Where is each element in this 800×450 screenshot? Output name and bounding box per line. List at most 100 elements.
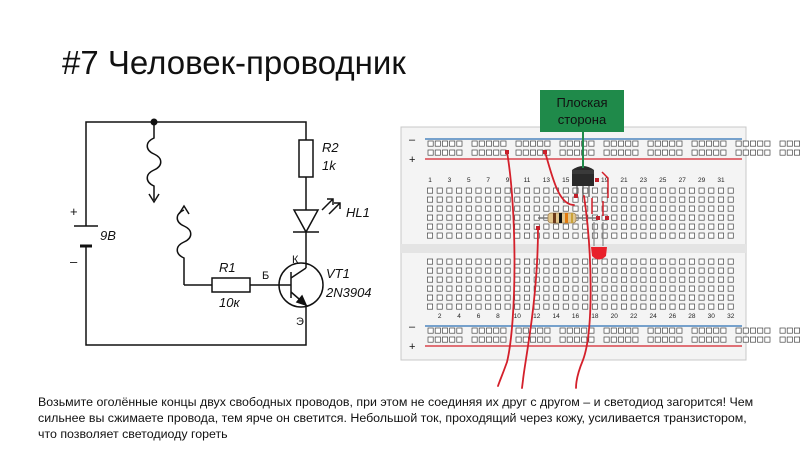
terminal-hole	[698, 258, 705, 265]
rail-hole	[515, 336, 522, 343]
terminal-hole	[504, 196, 511, 203]
terminal-hole	[611, 223, 618, 230]
terminal-hole	[601, 232, 608, 239]
terminal-hole	[533, 205, 540, 212]
terminal-hole	[630, 294, 637, 301]
terminal-hole	[514, 196, 521, 203]
column-number-bottom-24: 24	[649, 313, 657, 320]
terminal-hole	[621, 285, 627, 292]
terminal-hole	[465, 187, 472, 194]
terminal-hole	[553, 196, 560, 203]
terminal-hole	[718, 285, 724, 292]
terminal-hole	[650, 258, 657, 265]
rail-hole	[750, 140, 756, 147]
terminal-hole	[650, 285, 657, 292]
terminal-hole	[427, 258, 433, 265]
terminal-hole	[562, 258, 569, 265]
terminal-hole	[456, 187, 463, 194]
terminal-hole	[650, 214, 657, 221]
rail-hole	[706, 149, 712, 156]
terminal-hole	[708, 294, 715, 301]
terminal-hole	[446, 276, 453, 283]
column-number-top-1: 1	[428, 177, 432, 184]
rail-hole	[486, 140, 492, 147]
r1-value: 10к	[219, 295, 240, 310]
terminal-hole	[630, 258, 637, 265]
terminal-hole	[456, 294, 463, 301]
terminal-hole	[630, 214, 637, 221]
rail-hole	[662, 327, 668, 334]
terminal-hole	[659, 258, 666, 265]
rail-hole	[713, 327, 720, 334]
rail-hole	[654, 140, 661, 147]
terminal-hole	[640, 276, 647, 283]
rail-hole	[537, 336, 544, 343]
rail-hole	[588, 140, 595, 147]
terminal-hole	[485, 258, 492, 265]
light-arrow-1	[321, 198, 334, 211]
terminal-hole	[436, 276, 443, 283]
free-wire-3	[521, 227, 539, 389]
terminal-hole	[679, 223, 686, 230]
rail-hole	[706, 336, 712, 343]
schematic-labels: + – 9B R2 1k HL1 К VT1 2N3904 Э R1 10к Б	[70, 140, 372, 328]
terminal-hole	[591, 276, 598, 283]
rail-hole	[794, 140, 800, 147]
terminal-hole	[727, 303, 734, 310]
column-number-top-31: 31	[717, 177, 725, 184]
light-arrow-2-head	[334, 202, 341, 209]
terminal-hole	[698, 294, 705, 301]
terminal-hole	[650, 276, 657, 283]
terminal-hole	[621, 214, 627, 221]
terminal-hole	[718, 258, 724, 265]
terminal-hole	[446, 303, 453, 310]
terminal-hole	[465, 294, 472, 301]
rail-hole	[625, 336, 632, 343]
caption-text: Возьмите оголённые концы двух свободных …	[38, 395, 754, 441]
terminal-hole	[436, 303, 443, 310]
terminal-hole	[679, 205, 686, 212]
rail-hole	[698, 336, 705, 343]
terminal-hole	[572, 258, 579, 265]
rail-hole	[757, 336, 764, 343]
column-number-top-21: 21	[620, 177, 628, 184]
rail-hole	[786, 149, 793, 156]
terminal-hole	[494, 276, 501, 283]
terminal-hole	[659, 267, 666, 274]
rail-hole	[720, 140, 727, 147]
terminal-hole	[679, 187, 686, 194]
rail-hole	[500, 140, 507, 147]
column-number-bottom-6: 6	[477, 313, 481, 320]
rail-hole	[618, 336, 624, 343]
terminal-hole	[688, 276, 695, 283]
terminal-hole	[572, 303, 579, 310]
rail-hole	[691, 149, 698, 156]
terminal-hole	[475, 267, 482, 274]
rail-hole	[618, 149, 624, 156]
terminal-hole	[708, 187, 715, 194]
terminal-hole	[572, 223, 579, 230]
terminal-hole	[611, 294, 618, 301]
terminal-hole	[504, 223, 511, 230]
terminal-hole	[572, 232, 579, 239]
terminal-hole	[562, 205, 569, 212]
terminal-hole	[688, 258, 695, 265]
rail-hole	[434, 140, 441, 147]
terminal-hole	[611, 303, 618, 310]
terminal-hole	[718, 196, 724, 203]
rail-hole	[757, 140, 764, 147]
terminal-hole	[679, 196, 686, 203]
rail-hole	[522, 327, 529, 334]
terminal-hole	[708, 303, 715, 310]
terminal-hole	[553, 232, 560, 239]
terminal-hole	[688, 196, 695, 203]
column-number-top-15: 15	[562, 177, 570, 184]
rail-hole	[581, 336, 588, 343]
terminal-hole	[436, 285, 443, 292]
terminal-hole	[504, 276, 511, 283]
r1-name: R1	[219, 260, 236, 275]
terminal-hole	[465, 285, 472, 292]
terminal-hole	[494, 303, 501, 310]
terminal-hole	[533, 232, 540, 239]
